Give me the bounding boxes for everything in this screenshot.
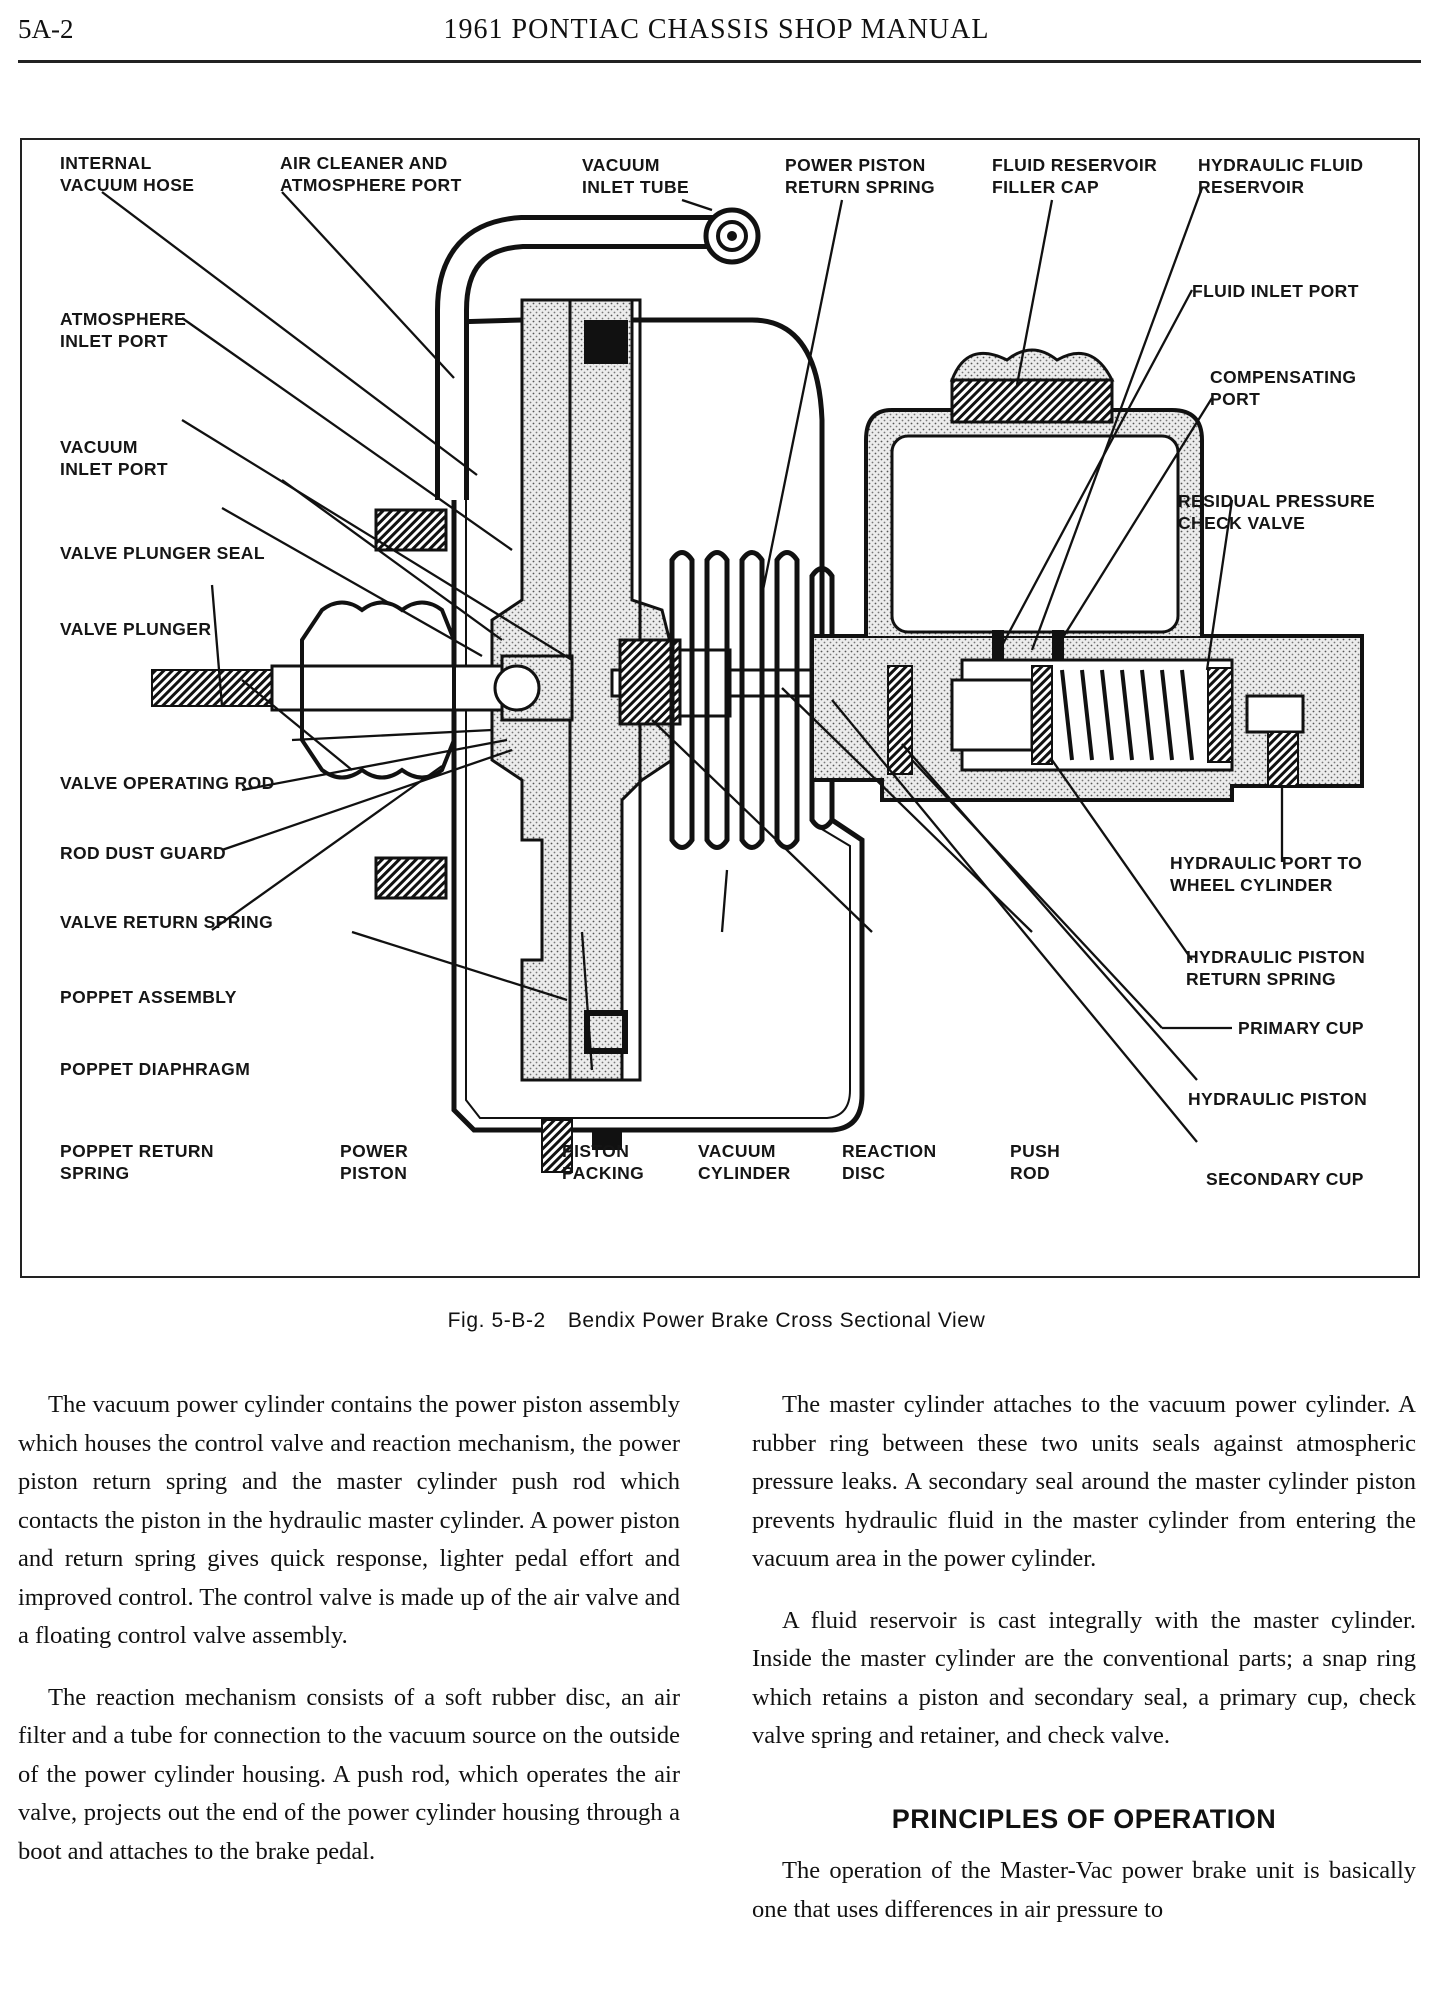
label-internal-vacuum-hose: INTERNAL VACUUM HOSE bbox=[60, 153, 195, 195]
label-hydraulic-piston-return-spring: HYDRAULIC PISTON RETURN SPRING bbox=[1186, 947, 1366, 989]
vacuum-cylinder-shell bbox=[449, 317, 865, 1133]
label-primary-cup: PRIMARY CUP bbox=[1238, 1018, 1364, 1038]
power-piston-body bbox=[490, 298, 674, 1082]
label-atmosphere-inlet-port: ATMOSPHERE INLET PORT bbox=[60, 309, 187, 351]
paragraph: A fluid reservoir is cast integrally wit… bbox=[752, 1606, 1416, 1750]
label-power-piston: POWER PISTON bbox=[340, 1141, 409, 1183]
label-valve-operating-rod: VALVE OPERATING ROD bbox=[60, 773, 275, 793]
label-residual-pressure-check-valve: RESIDUAL PRESSURE CHECK VALVE bbox=[1178, 491, 1376, 533]
figure-number: Fig. 5-B-2 bbox=[447, 1309, 546, 1332]
label-compensating-port: COMPENSATING PORT bbox=[1210, 367, 1357, 409]
paragraph: The reaction mechanism consists of a sof… bbox=[18, 1683, 680, 1865]
figure-title: Bendix Power Brake Cross Sectional View bbox=[567, 1309, 986, 1332]
figure-caption: Fig. 5-B-2 Bendix Power Brake Cross Secti… bbox=[0, 1309, 1433, 1333]
figure-panel: INTERNAL VACUUM HOSE AIR CLEANER AND ATM… bbox=[20, 138, 1420, 1278]
label-vacuum-cylinder: VACUUM CYLINDER bbox=[698, 1141, 791, 1183]
left-column: The vacuum power cylinder contains the p… bbox=[18, 1386, 680, 1894]
brake-cross-section-diagram bbox=[101, 187, 1364, 1173]
air-filter-coils bbox=[374, 508, 448, 900]
label-hydraulic-port-to-wheel-cylinder: HYDRAULIC PORT TO WHEEL CYLINDER bbox=[1170, 853, 1363, 895]
hydraulic-piston bbox=[950, 678, 1034, 752]
fluid-reservoir-filler-cap bbox=[950, 378, 1114, 424]
label-reaction-disc: REACTION DISC bbox=[842, 1141, 937, 1183]
label-fluid-inlet-port: FLUID INLET PORT bbox=[1192, 281, 1359, 301]
label-valve-plunger: VALVE PLUNGER bbox=[60, 619, 212, 639]
label-valve-plunger-seal: VALVE PLUNGER SEAL bbox=[60, 543, 265, 563]
page-header: 5A-2 1961 PONTIAC CHASSIS SHOP MANUAL bbox=[18, 14, 1415, 58]
label-poppet-return-spring: POPPET RETURN SPRING bbox=[60, 1141, 214, 1183]
label-hydraulic-fluid-reservoir: HYDRAULIC FLUID RESERVOIR bbox=[1198, 155, 1364, 197]
section-heading: PRINCIPLES OF OPERATION bbox=[891, 1803, 1277, 1834]
label-vacuum-inlet-port: VACUUM INLET PORT bbox=[60, 437, 169, 479]
valve-operating-rod bbox=[151, 654, 574, 722]
paragraph: The vacuum power cylinder contains the p… bbox=[18, 1391, 680, 1649]
label-poppet-diaphragm: POPPET DIAPHRAGM bbox=[60, 1059, 251, 1079]
secondary-cup bbox=[887, 665, 913, 775]
page-title: 1961 PONTIAC CHASSIS SHOP MANUAL bbox=[443, 14, 990, 45]
hydraulic-port-fitting bbox=[1267, 731, 1299, 787]
label-hydraulic-piston: HYDRAULIC PISTON bbox=[1188, 1089, 1368, 1109]
label-valve-return-spring: VALVE RETURN SPRING bbox=[60, 912, 274, 932]
label-vacuum-inlet-tube: VACUUM INLET TUBE bbox=[582, 155, 690, 197]
paragraph: The master cylinder attaches to the vacu… bbox=[752, 1391, 1416, 1572]
header-rule bbox=[18, 60, 1421, 63]
primary-cup bbox=[1031, 665, 1053, 765]
page-number: 5A-2 bbox=[18, 14, 74, 44]
leader-lines bbox=[101, 187, 1284, 1143]
label-poppet-assembly: POPPET ASSEMBLY bbox=[60, 987, 237, 1007]
paragraph: The operation of the Master-Vac power br… bbox=[752, 1857, 1416, 1923]
label-fluid-reservoir-filler-cap: FLUID RESERVOIR FILLER CAP bbox=[992, 155, 1158, 197]
label-power-piston-return-spring: POWER PISTON RETURN SPRING bbox=[785, 155, 936, 197]
label-push-rod: PUSH ROD bbox=[1010, 1141, 1061, 1183]
label-piston-packing: PISTON PACKING bbox=[562, 1141, 645, 1183]
right-column: The master cylinder attaches to the vacu… bbox=[752, 1386, 1416, 1952]
label-rod-dust-guard: ROD DUST GUARD bbox=[60, 843, 227, 863]
label-secondary-cup: SECONDARY CUP bbox=[1206, 1169, 1364, 1189]
rod-dust-guard-boot bbox=[300, 600, 456, 780]
label-air-cleaner-and-atmosphere-port: AIR CLEANER AND ATMOSPHERE PORT bbox=[280, 153, 462, 195]
hydraulic-piston-return-spring bbox=[1060, 669, 1194, 761]
residual-pressure-check-valve bbox=[1207, 667, 1233, 763]
